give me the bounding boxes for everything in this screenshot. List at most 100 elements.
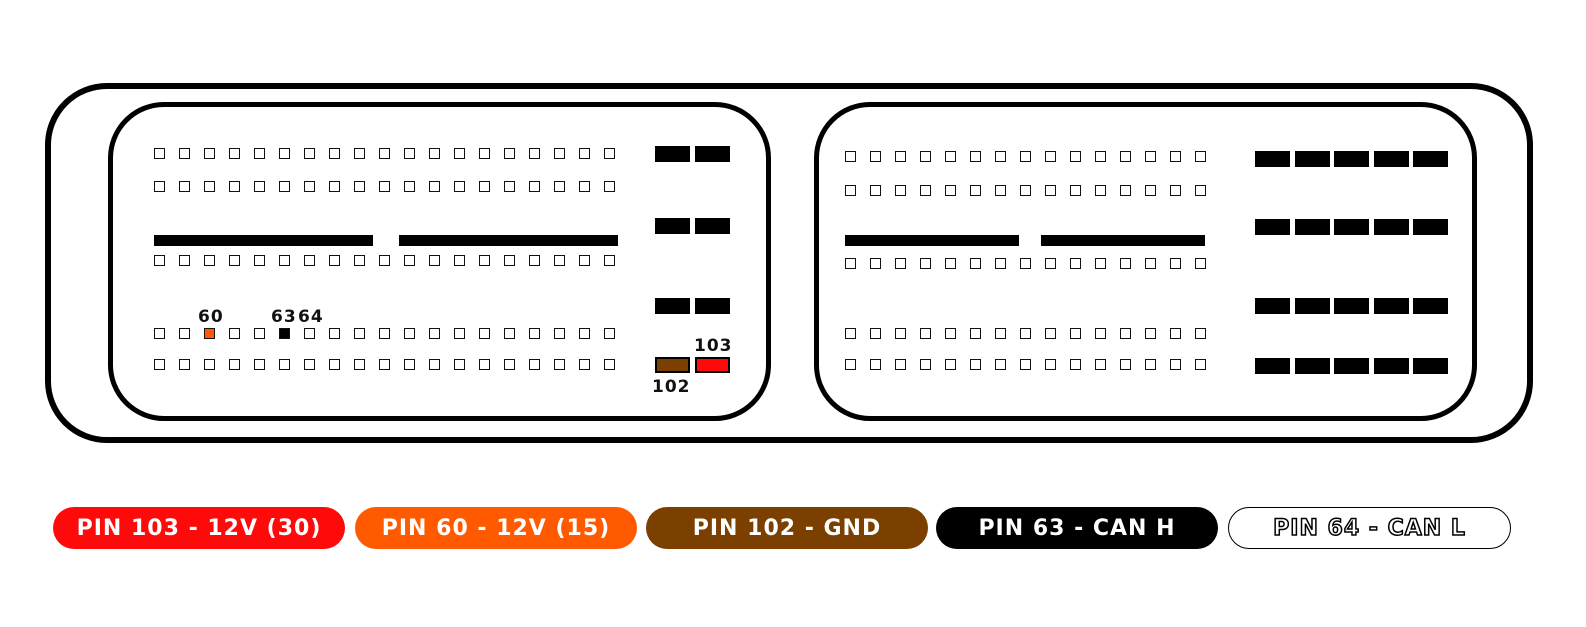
pin	[1045, 359, 1056, 370]
pin	[154, 359, 165, 370]
pin	[304, 181, 315, 192]
pin	[529, 328, 540, 339]
pin	[945, 185, 956, 196]
pin	[895, 258, 906, 269]
pin	[1095, 328, 1106, 339]
pin	[379, 148, 390, 159]
power-pin	[1294, 219, 1330, 235]
pin	[845, 185, 856, 196]
pin	[554, 328, 565, 339]
power-pin	[1413, 151, 1448, 167]
pin	[179, 181, 190, 192]
pin	[845, 359, 856, 370]
pin	[429, 328, 440, 339]
pin	[454, 359, 465, 370]
pin	[479, 255, 490, 266]
pin	[579, 181, 590, 192]
pin	[279, 181, 290, 192]
pin-label-60: 60	[198, 307, 224, 327]
pin	[995, 258, 1006, 269]
pin-103	[695, 357, 730, 373]
pin	[329, 181, 340, 192]
pin	[354, 328, 365, 339]
pin	[179, 148, 190, 159]
pin	[845, 151, 856, 162]
pin	[404, 255, 415, 266]
power-pin	[1413, 358, 1448, 374]
power-pin	[1373, 219, 1409, 235]
pin	[404, 148, 415, 159]
pin	[429, 148, 440, 159]
pin	[554, 148, 565, 159]
pin	[604, 255, 615, 266]
pin	[529, 181, 540, 192]
pin	[1045, 185, 1056, 196]
pin	[1120, 185, 1131, 196]
pin	[254, 328, 265, 339]
pin	[604, 181, 615, 192]
pin	[1170, 328, 1181, 339]
pin-bar	[154, 235, 373, 246]
pin	[1120, 328, 1131, 339]
power-pin	[1255, 219, 1290, 235]
pin	[970, 359, 981, 370]
right-connector	[814, 102, 1477, 421]
legend-pin-64: PIN 64 - CAN L	[1228, 507, 1511, 549]
pin	[579, 359, 590, 370]
pin	[529, 359, 540, 370]
pin	[870, 328, 881, 339]
pin	[379, 255, 390, 266]
pin	[1195, 258, 1206, 269]
pin	[479, 181, 490, 192]
pin	[845, 328, 856, 339]
pin	[579, 148, 590, 159]
pin	[554, 359, 565, 370]
pin	[204, 255, 215, 266]
pin	[945, 359, 956, 370]
pin	[1170, 151, 1181, 162]
pin	[895, 328, 906, 339]
pin	[404, 328, 415, 339]
pin-label-63: 63	[271, 307, 297, 327]
pin	[429, 181, 440, 192]
pin-label-102: 102	[652, 377, 691, 397]
power-pin	[655, 146, 690, 162]
power-pin	[1294, 151, 1330, 167]
pin	[1095, 359, 1106, 370]
pin	[304, 328, 315, 339]
power-pin	[1334, 358, 1369, 374]
pin	[304, 148, 315, 159]
power-pin	[1413, 219, 1448, 235]
pin	[379, 328, 390, 339]
pin	[329, 148, 340, 159]
power-pin	[1255, 358, 1290, 374]
pin	[1045, 258, 1056, 269]
pin-bar	[399, 235, 618, 246]
pin	[945, 328, 956, 339]
pin	[995, 328, 1006, 339]
pin	[229, 255, 240, 266]
pin	[970, 328, 981, 339]
power-pin	[655, 298, 690, 314]
pin	[554, 255, 565, 266]
pin	[920, 185, 931, 196]
pin	[454, 328, 465, 339]
pin	[354, 181, 365, 192]
power-pin	[1334, 298, 1369, 314]
pin	[1145, 328, 1156, 339]
pin	[1195, 328, 1206, 339]
pin	[454, 255, 465, 266]
pin	[229, 181, 240, 192]
pin	[404, 359, 415, 370]
pin	[1195, 185, 1206, 196]
pin	[1020, 328, 1031, 339]
pin	[870, 359, 881, 370]
pin-label-64: 64	[298, 307, 324, 327]
power-pin	[1255, 151, 1290, 167]
pin-bar	[1041, 235, 1205, 246]
pin	[204, 359, 215, 370]
pin	[179, 255, 190, 266]
pin	[379, 359, 390, 370]
pin	[1195, 359, 1206, 370]
